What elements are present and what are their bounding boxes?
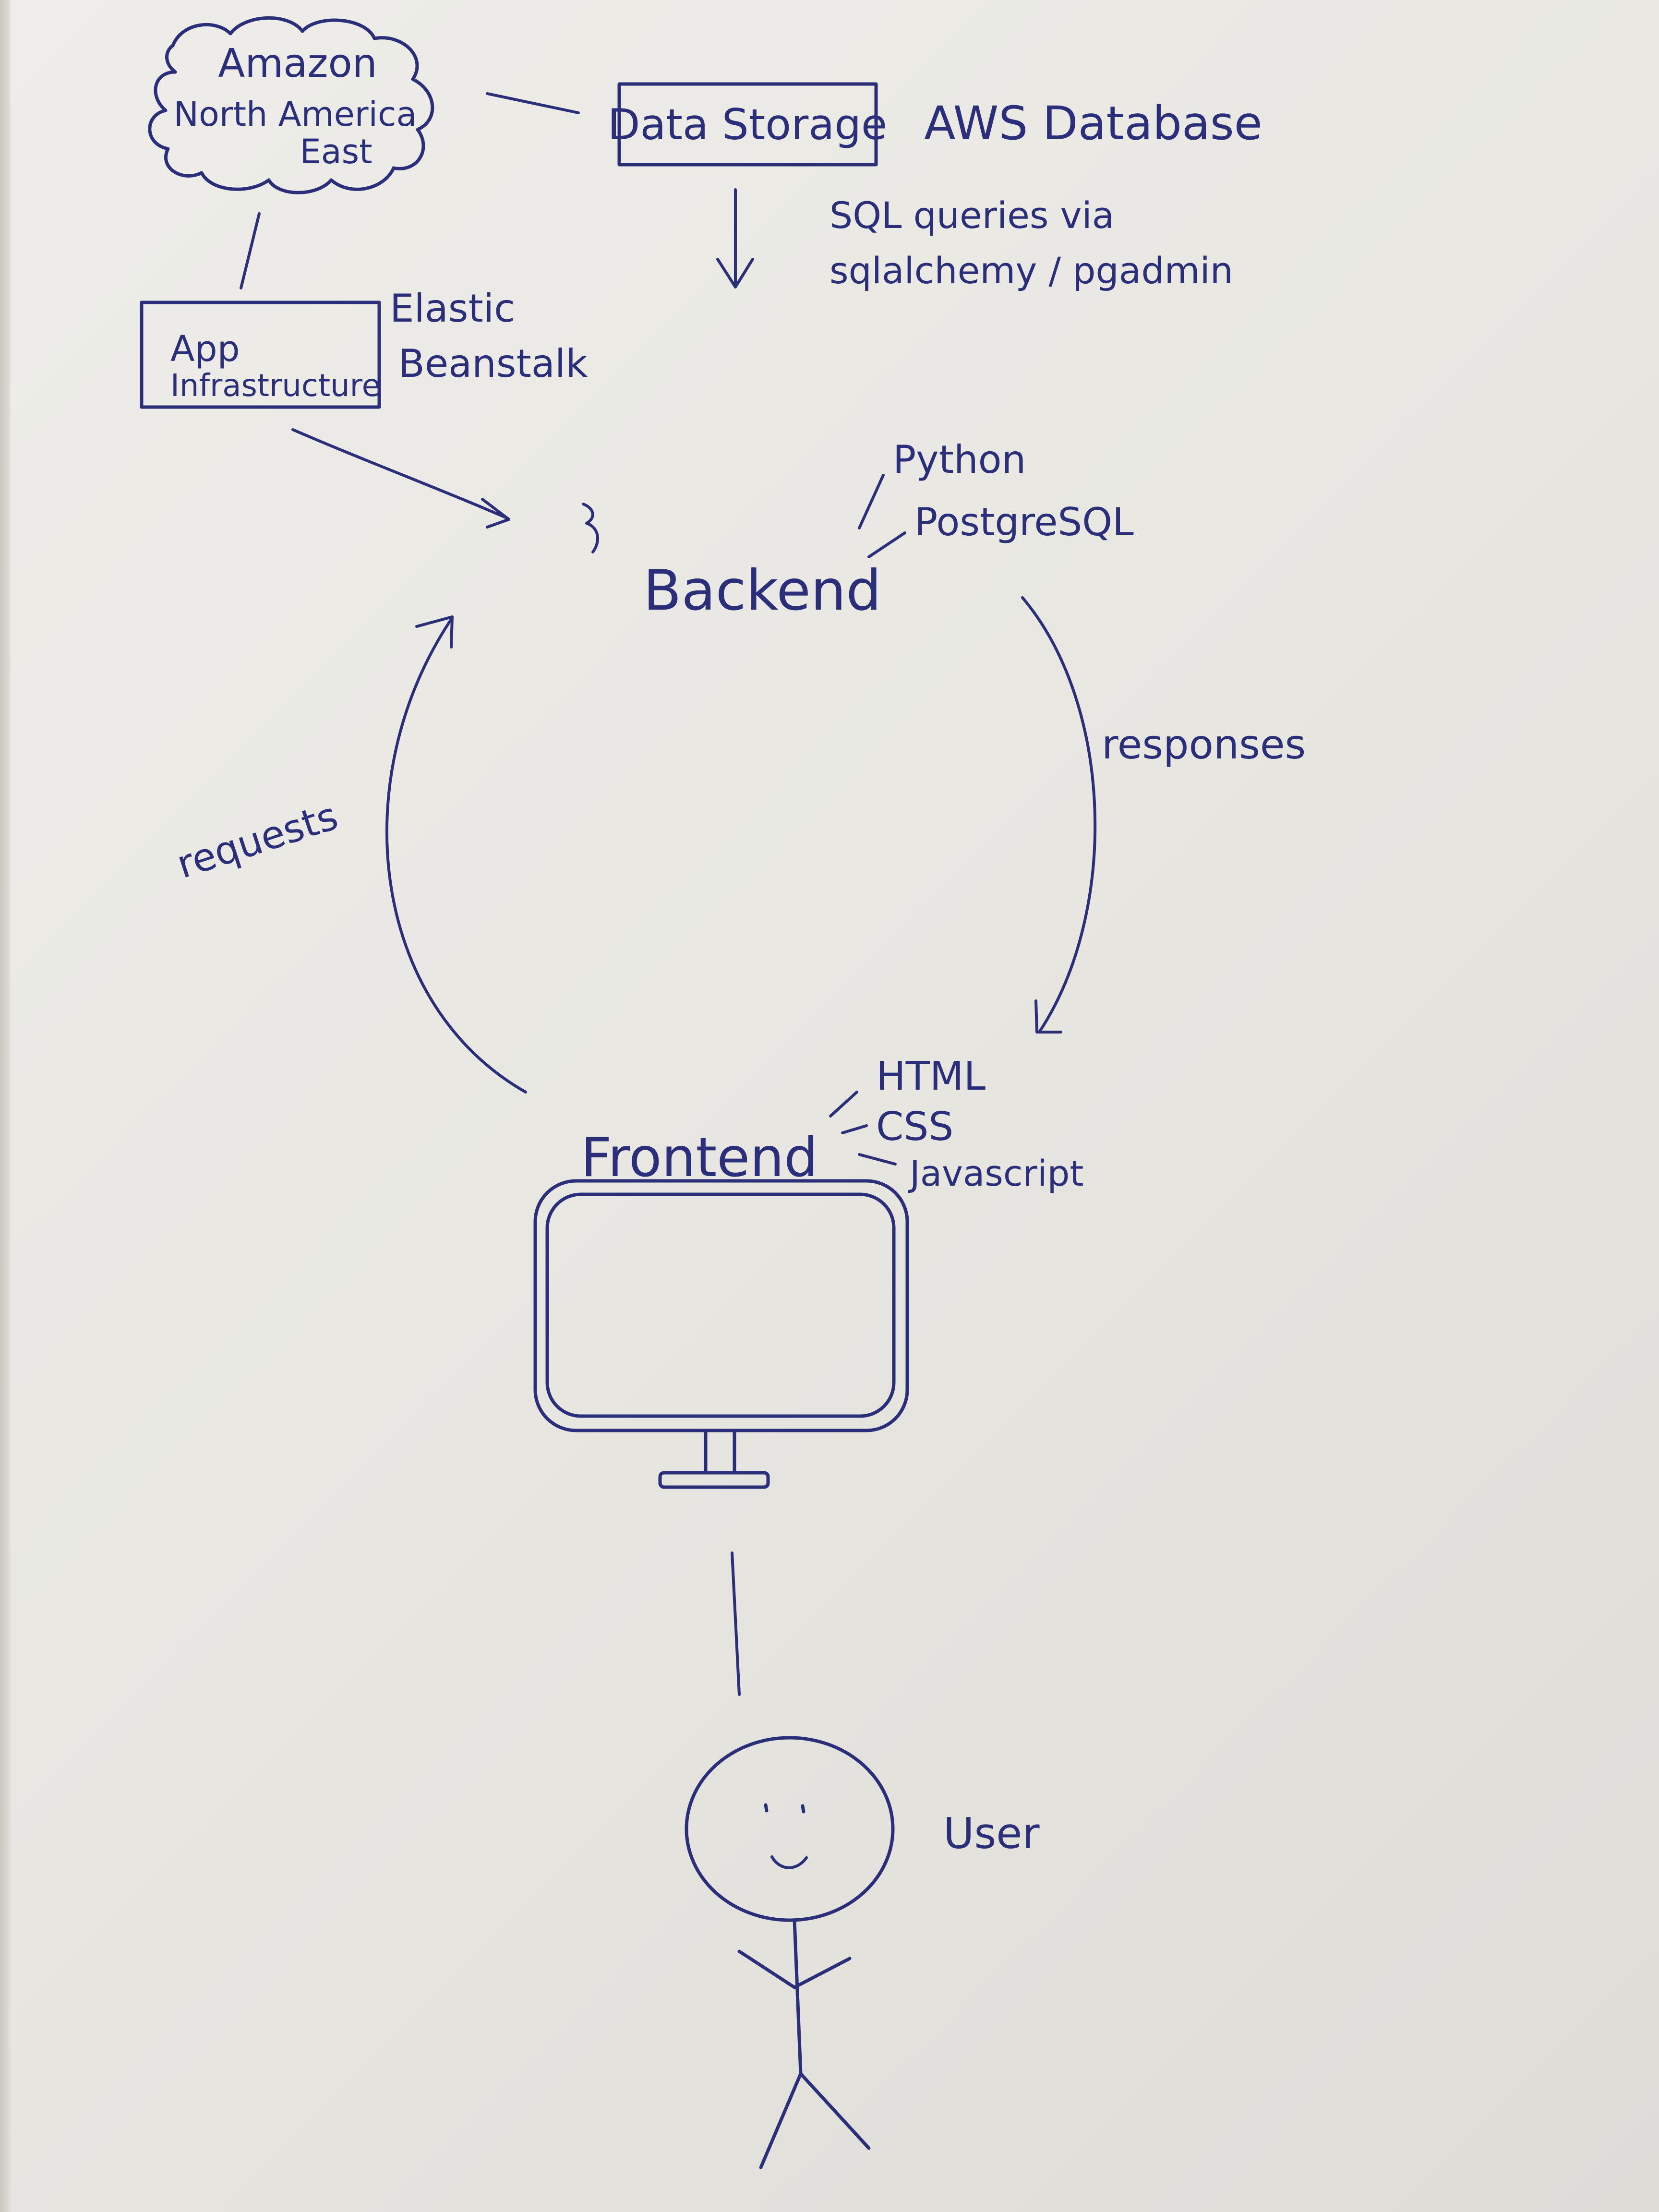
- html-label: HTML: [876, 1054, 986, 1099]
- responses-label: responses: [1102, 721, 1306, 768]
- responses-arrowhead: [1034, 999, 1062, 1034]
- css-tick: [841, 1124, 868, 1134]
- aws-database-label: AWS Database: [924, 96, 1262, 150]
- python-tick: [858, 474, 885, 529]
- postgresql-tick: [867, 531, 906, 558]
- sql-queries-line-2: sqlalchemy / pgadmin: [830, 249, 1233, 292]
- requests-label: requests: [171, 793, 343, 887]
- user-body: [793, 1918, 803, 2076]
- cloud-line-3: East: [300, 132, 372, 171]
- user-label: User: [943, 1809, 1040, 1858]
- data-storage-label: Data Storage: [608, 100, 887, 149]
- css-label: CSS: [876, 1104, 953, 1150]
- cloud-line-2: North America: [174, 95, 417, 134]
- cloud-shape: [148, 16, 434, 194]
- requests-arrow: [385, 618, 527, 1094]
- responses-arrow: [1021, 596, 1097, 1034]
- cloud-line-1: Amazon: [218, 41, 377, 86]
- user-right-eye: [801, 1804, 805, 1814]
- monitor-outer-frame: [533, 1179, 909, 1432]
- postgresql-label: PostgreSQL: [914, 500, 1134, 544]
- monitor-stand-base: [658, 1471, 770, 1489]
- user-legs: [759, 2072, 871, 2169]
- user-arms: [737, 1949, 852, 1989]
- javascript-label: Javascript: [908, 1153, 1084, 1194]
- user-left-eye: [764, 1803, 769, 1813]
- monitor-stand-neck: [704, 1429, 736, 1475]
- backend-label: Backend: [643, 558, 881, 623]
- html-tick: [829, 1091, 858, 1118]
- app-backend-arrowhead: [481, 498, 510, 529]
- user-head: [685, 1736, 895, 1922]
- python-label: Python: [893, 437, 1026, 482]
- frontend-label: Frontend: [581, 1127, 818, 1189]
- app-infra-line-2: Infrastructure: [170, 368, 381, 404]
- app-infrastructure-box: [140, 301, 381, 409]
- elastic-label: Elastic: [390, 286, 515, 331]
- requests-arrowhead: [415, 615, 454, 649]
- backend-squiggle: [582, 503, 599, 553]
- data-storage-box: [617, 82, 878, 167]
- cloud-app-connector: [240, 212, 261, 289]
- cloud-storage-connector: [486, 92, 580, 114]
- app-infra-line-1: App: [170, 328, 240, 370]
- user-stick-figure-icon: [685, 1736, 895, 2169]
- user-smile: [770, 1855, 808, 1869]
- storage-down-arrowhead: [716, 258, 754, 289]
- app-backend-arrow: [291, 428, 509, 520]
- frontend-user-connector: [731, 1551, 741, 1696]
- monitor-inner-frame: [545, 1192, 896, 1418]
- monitor-icon: [533, 1179, 909, 1489]
- beanstalk-label: Beanstalk: [398, 341, 588, 386]
- paper-edge: [0, 0, 11, 2212]
- sql-queries-line-1: SQL queries via: [830, 194, 1114, 237]
- javascript-tick: [858, 1153, 897, 1166]
